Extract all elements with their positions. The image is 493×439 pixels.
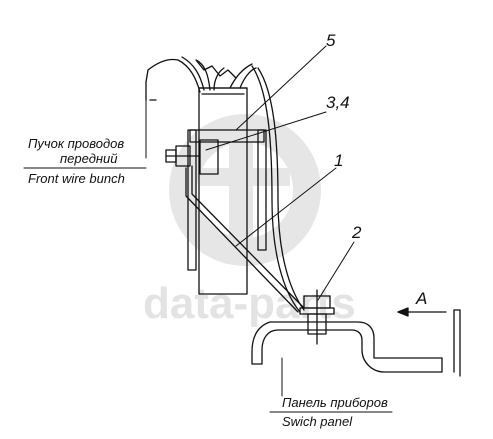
callout-1: 1: [334, 151, 343, 170]
front-wire-bunch: [145, 56, 257, 101]
callout-2: 2: [351, 223, 362, 242]
column-body: [198, 87, 248, 295]
harness-wire-2: [257, 67, 305, 311]
leader-5: [235, 45, 327, 131]
view-arrow-label: A: [415, 289, 427, 308]
leader-2: [317, 241, 355, 301]
wire-bunch-label-en: Front wire bunch: [28, 171, 125, 186]
strap: [185, 165, 305, 313]
callout-3-4: 3,4: [326, 93, 350, 112]
drawing-lines: [23, 45, 461, 413]
wire-bunch-label-ru-1: Пучок проводов: [28, 136, 124, 151]
callout-5: 5: [326, 31, 336, 50]
panel-bolt: [299, 289, 335, 345]
mounting-bracket: [187, 129, 267, 271]
watermark-text: data-parts: [143, 279, 356, 328]
leader-1: [235, 167, 337, 247]
instrument-panel: [251, 309, 461, 377]
leader-lines: [145, 45, 355, 397]
panel-label-ru: Панель приборов: [282, 395, 388, 410]
view-arrow: [397, 307, 447, 317]
leader-34: [205, 111, 327, 151]
watermark-logo-cross: [200, 168, 290, 186]
watermark: data-parts: [143, 114, 356, 328]
clamp-nut: [165, 139, 219, 175]
wire-bunch-label-ru-2: передний: [60, 151, 118, 166]
text-labels: Пучок проводов передний Front wire bunch…: [28, 136, 388, 429]
panel-label-en: Swich panel: [282, 414, 353, 429]
callouts: 5 3,4 1 2 A: [326, 31, 427, 308]
harness-wire: [251, 65, 301, 313]
